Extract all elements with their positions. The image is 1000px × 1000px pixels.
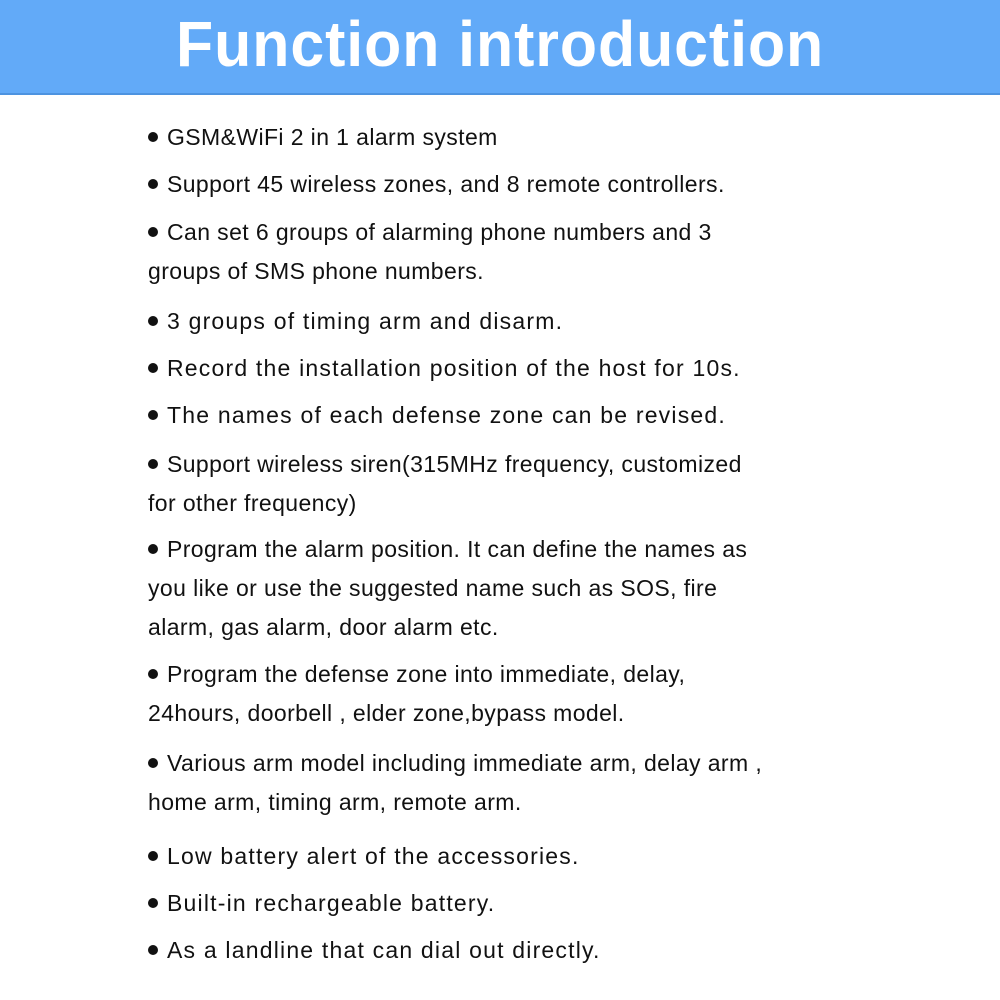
feature-item: Record the installation position of the … — [148, 349, 741, 388]
bullet-icon — [148, 850, 158, 861]
bullet-icon — [148, 668, 158, 679]
feature-item: As a landline that can dial out directly… — [148, 931, 601, 970]
feature-text: Various arm model including immediate ar… — [167, 750, 763, 776]
feature-text: GSM&WiFi 2 in 1 alarm system — [167, 124, 498, 150]
feature-item: Program the alarm position. It can defin… — [148, 530, 747, 647]
feature-text: Built-in rechargeable battery. — [167, 890, 496, 916]
bullet-icon — [148, 757, 158, 768]
feature-text-continued: you like or use the suggested name such … — [148, 575, 718, 601]
page-title: Function introduction — [175, 7, 825, 80]
feature-text-continued: for other frequency) — [148, 490, 357, 516]
feature-text: Record the installation position of the … — [167, 355, 741, 381]
feature-text-continued: alarm, gas alarm, door alarm etc. — [148, 614, 499, 640]
feature-item: Low battery alert of the accessories. — [148, 837, 580, 876]
bullet-icon — [148, 362, 158, 373]
feature-text-continued: 24hours, doorbell , elder zone,bypass mo… — [148, 700, 625, 726]
feature-item: Support 45 wireless zones, and 8 remote … — [148, 165, 725, 204]
bullet-icon — [148, 944, 158, 955]
feature-item: Various arm model including immediate ar… — [148, 744, 762, 822]
feature-item: Can set 6 groups of alarming phone numbe… — [148, 213, 712, 291]
header-banner: Function introduction — [0, 0, 1000, 95]
bullet-icon — [148, 543, 158, 554]
feature-text-continued: home arm, timing arm, remote arm. — [148, 789, 522, 815]
feature-item: 3 groups of timing arm and disarm. — [148, 302, 563, 341]
feature-text: Low battery alert of the accessories. — [167, 843, 580, 869]
feature-text: Support wireless siren(315MHz frequency,… — [167, 451, 742, 477]
feature-text: Can set 6 groups of alarming phone numbe… — [167, 219, 712, 245]
feature-item: Support wireless siren(315MHz frequency,… — [148, 445, 742, 523]
bullet-icon — [148, 458, 158, 469]
feature-item: Program the defense zone into immediate,… — [148, 655, 685, 733]
feature-text: 3 groups of timing arm and disarm. — [167, 308, 564, 334]
feature-text-continued: groups of SMS phone numbers. — [148, 258, 484, 284]
feature-text: As a landline that can dial out directly… — [167, 937, 601, 963]
bullet-icon — [148, 315, 158, 326]
bullet-icon — [148, 897, 158, 908]
bullet-icon — [148, 409, 158, 420]
feature-text: Program the defense zone into immediate,… — [167, 661, 686, 687]
bullet-icon — [148, 178, 158, 189]
feature-text: Program the alarm position. It can defin… — [167, 536, 748, 562]
feature-text: Support 45 wireless zones, and 8 remote … — [167, 171, 725, 197]
bullet-icon — [148, 226, 158, 237]
feature-item: The names of each defense zone can be re… — [148, 396, 726, 435]
feature-item: Built-in rechargeable battery. — [148, 884, 495, 923]
feature-item: GSM&WiFi 2 in 1 alarm system — [148, 118, 498, 157]
feature-text: The names of each defense zone can be re… — [167, 402, 726, 428]
bullet-icon — [148, 131, 158, 142]
